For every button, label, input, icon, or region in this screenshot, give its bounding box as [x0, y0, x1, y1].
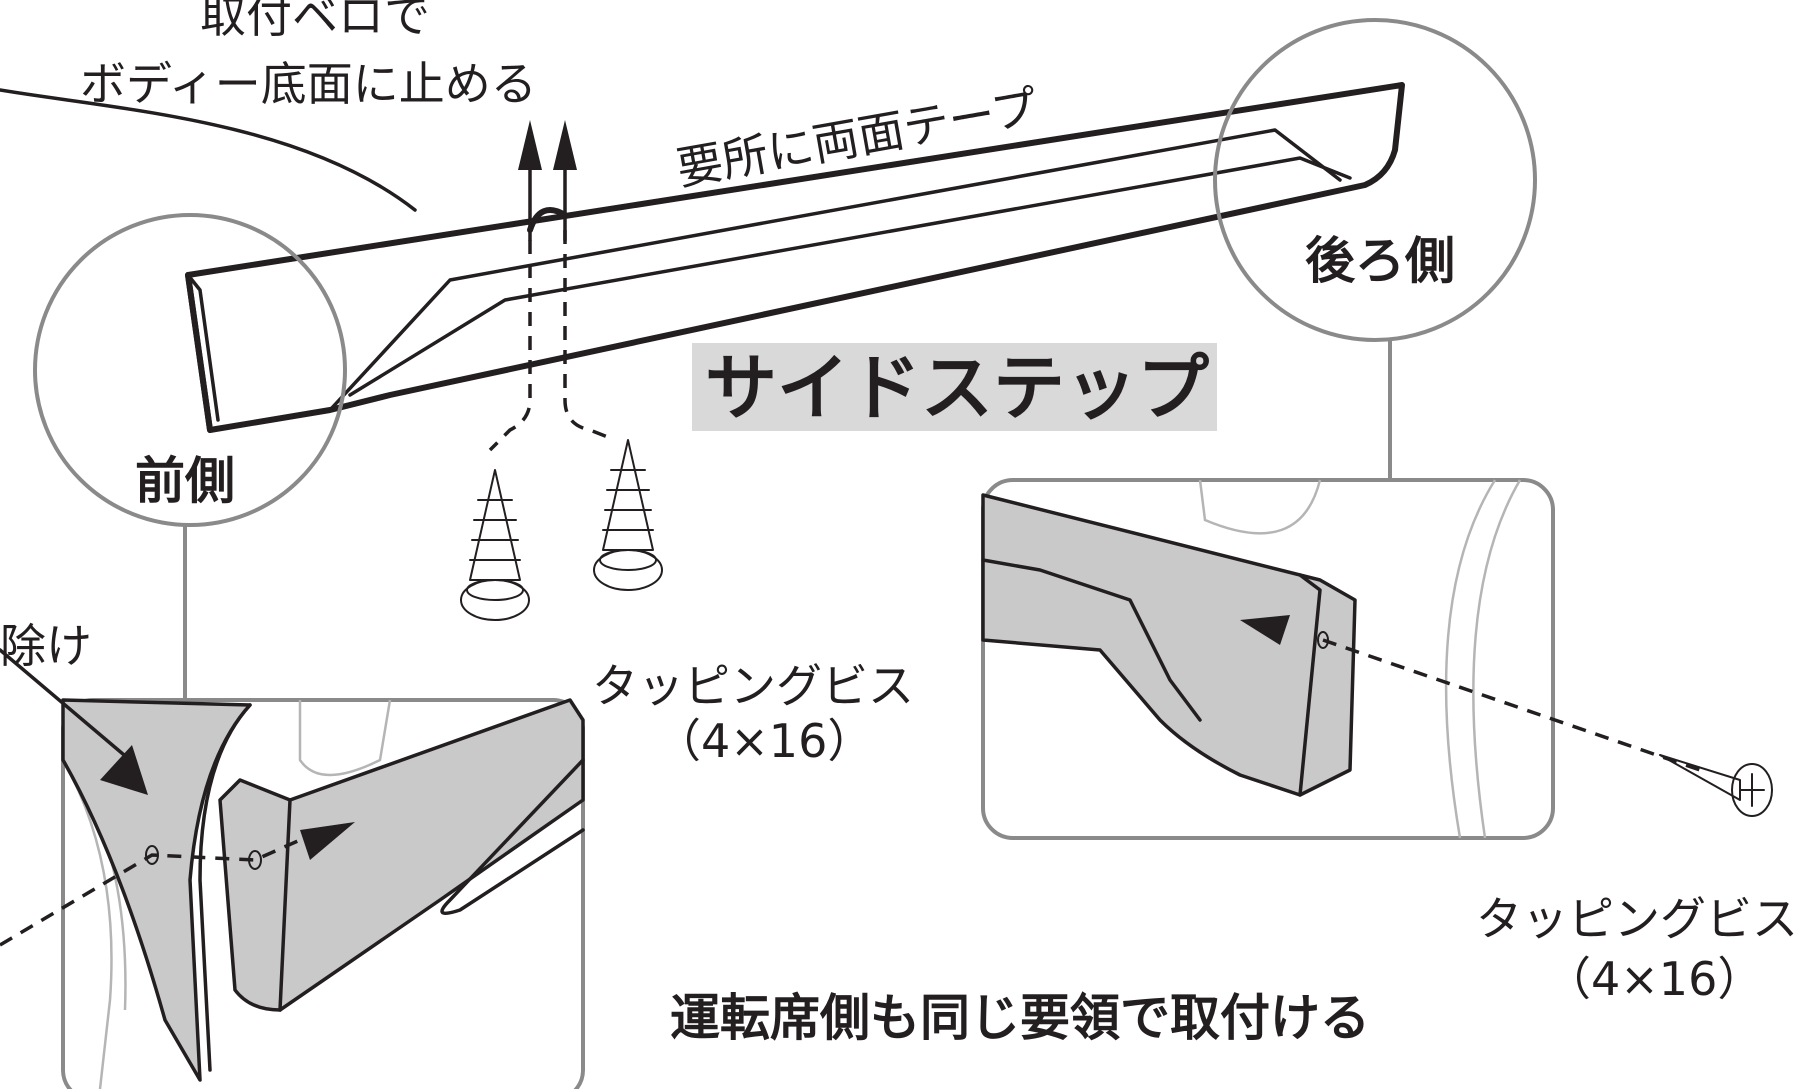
label-rear-side: 後ろ側: [1305, 232, 1455, 290]
side-step-part: [185, 82, 1405, 433]
label-body-bottom: ボディー底面に止める: [80, 57, 537, 111]
product-name-box: [692, 343, 1217, 431]
front-callout-circle: [33, 213, 347, 527]
label-double-tape: 要所に両面テープ: [673, 79, 1042, 196]
label-tapping-screw-right: タッピングビス: [1476, 892, 1798, 946]
front-detail-box: [0, 648, 585, 1089]
rear-callout-circle: [1213, 18, 1537, 342]
label-product-name: サイドステップ: [705, 346, 1209, 430]
label-front-side: 前側: [135, 452, 235, 510]
label-fastening-tab: 取付ベロで: [200, 0, 430, 43]
arrow-icon: [300, 822, 355, 860]
arrow-up-icon: [553, 120, 577, 170]
fastening-guide-lines: [488, 120, 616, 452]
tapping-screw-icon: [460, 469, 530, 621]
label-tapping-screw-center: タッピングビス: [592, 659, 914, 713]
arrow-up-icon: [518, 120, 542, 170]
tapping-screw-icon: [1659, 754, 1773, 817]
tapping-screw-icon: [593, 439, 663, 591]
label-tapping-screw-center-size: （4×16）: [655, 714, 873, 768]
arrow-icon: [1240, 615, 1290, 645]
label-driver-side-note: 運転席側も同じ要領で取付ける: [670, 989, 1370, 1047]
label-tapping-screw-right-size: （4×16）: [1545, 952, 1763, 1006]
label-mudguard-partial: 除け: [0, 619, 92, 673]
vehicle-body-line: [0, 88, 417, 212]
arrow-icon: [100, 745, 148, 795]
rear-detail-box: [981, 478, 1773, 840]
